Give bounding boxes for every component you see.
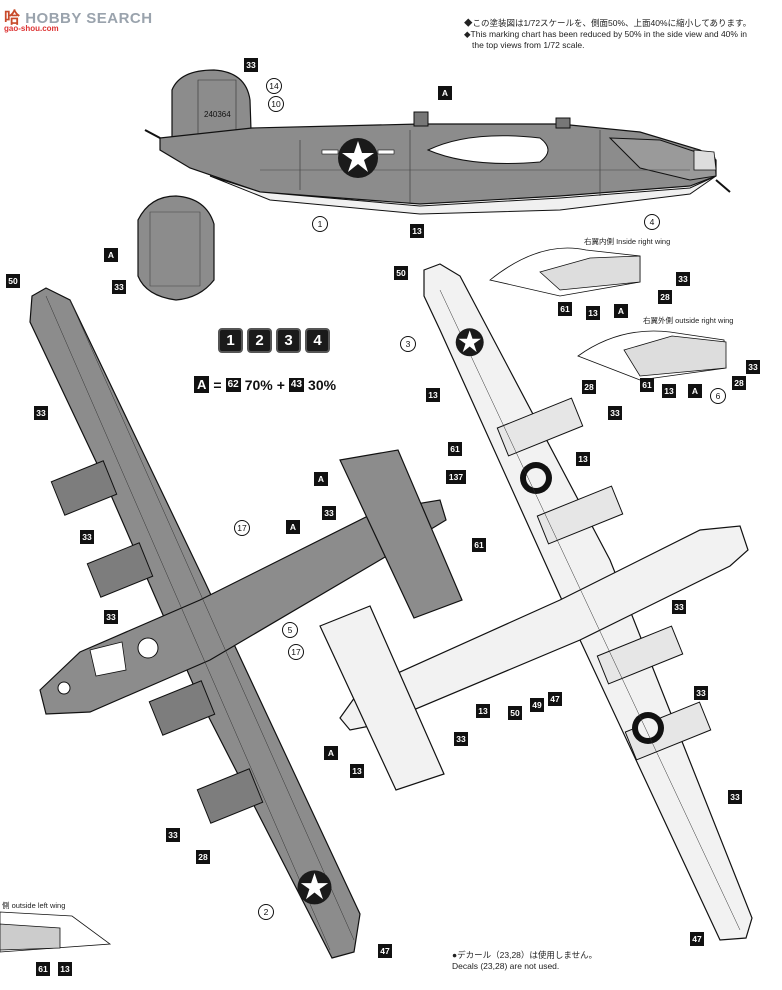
callout-bottom: 61 <box>448 442 462 456</box>
callout-bottom: 33 <box>694 686 708 700</box>
callout-wing-details: 28 <box>658 290 672 304</box>
top-view <box>29 287 463 959</box>
callout-bottom: 33 <box>608 406 622 420</box>
callout-wing-details: 13 <box>586 306 600 320</box>
callout-side: 10 <box>268 96 284 112</box>
wing-details <box>0 247 727 953</box>
callout-wing-details: 61 <box>558 302 572 316</box>
scheme-number: 4 <box>305 328 330 353</box>
mix-pct-2: 30% <box>308 376 337 393</box>
callout-top-left: 33 <box>166 828 180 842</box>
callout-top-left: 2 <box>258 904 274 920</box>
callout-side: A <box>438 86 452 100</box>
callout-wing-details: 33 <box>746 360 760 374</box>
caption-inside-right: 右翼内側 Inside right wing <box>584 237 671 246</box>
mix-pct-1: 70% <box>244 376 273 393</box>
side-view <box>137 69 731 301</box>
callout-bottom: 50 <box>508 706 522 720</box>
tail-front-view <box>137 195 215 301</box>
top-fuselage <box>39 499 447 715</box>
caption-outside-left: 側 outside left wing <box>2 901 66 910</box>
watermark: 哈 HOBBY SEARCH gao-shou.com <box>4 4 153 33</box>
callout-bottom: 28 <box>582 380 596 394</box>
footer-en: Decals (23,28) are not used. <box>452 961 560 971</box>
side-window <box>426 135 549 164</box>
watermark-logo: 哈 <box>4 10 21 27</box>
scale-note-jp: ◆この塗装図は1/72スケールを、側面50%、上面40%に縮小してあります。 <box>464 18 752 28</box>
callout-top-left: A <box>324 746 338 760</box>
callout-bottom: 3 <box>400 336 416 352</box>
callout-top-left: 5 <box>282 622 298 638</box>
callout-side: 14 <box>266 78 282 94</box>
scheme-numbers: 1 2 3 4 <box>218 328 330 353</box>
callout-wing-details: 61 <box>640 378 654 392</box>
scheme-number: 3 <box>276 328 301 353</box>
callout-bottom: 13 <box>576 452 590 466</box>
callout-bottom: 47 <box>548 692 562 706</box>
callout-side: A <box>104 248 118 262</box>
callout-bottom: 33 <box>454 732 468 746</box>
watermark-site: HOBBY SEARCH <box>25 10 153 27</box>
bottom-tailplane <box>319 605 445 791</box>
callout-wing-details: 28 <box>732 376 746 390</box>
callout-top-left: 17 <box>288 644 304 660</box>
callout-wing-details: 6 <box>710 388 726 404</box>
watermark-url: gao-shou.com <box>4 24 59 33</box>
footer-note: ●デカール（23,28）は使用しません。 Decals (23,28) are … <box>452 950 597 972</box>
mix-eq: = <box>213 376 222 393</box>
callout-bottom: 49 <box>530 698 544 712</box>
mix-plus: + <box>276 376 285 393</box>
callout-wing-details: A <box>614 304 628 318</box>
callout-wing-details: 61 <box>36 962 50 976</box>
callout-bottom: 50 <box>394 266 408 280</box>
callout-bottom: 33 <box>728 790 742 804</box>
callout-wing-details: 13 <box>58 962 72 976</box>
callout-wing-details: 13 <box>662 384 676 398</box>
callout-bottom: 47 <box>690 932 704 946</box>
callout-bottom: 13 <box>476 704 490 718</box>
callout-wing-details: A <box>688 384 702 398</box>
scale-note-en1: ◆This marking chart has been reduced by … <box>464 29 747 39</box>
color-mix: A = 62 70% + 43 30% <box>194 376 336 393</box>
bottom-view <box>319 263 753 941</box>
callout-top-left: 47 <box>378 944 392 958</box>
scale-note-en2: the top views from 1/72 scale. <box>472 40 585 50</box>
scale-note: ◆この塗装図は1/72スケールを、側面50%、上面40%に縮小してあります。 ◆… <box>464 18 764 51</box>
callout-top-left: 50 <box>6 274 20 288</box>
callout-side: 33 <box>112 280 126 294</box>
callout-bottom: 33 <box>672 600 686 614</box>
callout-top-left: A <box>314 472 328 486</box>
callout-side: 13 <box>410 224 424 238</box>
callout-side: 1 <box>312 216 328 232</box>
callout-bottom: 13 <box>350 764 364 778</box>
callout-top-left: 33 <box>104 610 118 624</box>
callout-top-left: 17 <box>234 520 250 536</box>
callout-side: 33 <box>244 58 258 72</box>
footer-jp: ●デカール（23,28）は使用しません。 <box>452 950 598 960</box>
mix-color-a: A <box>194 376 210 393</box>
mix-code-1: 62 <box>225 377 241 392</box>
mix-code-2: 43 <box>288 377 305 392</box>
callout-top-left: 33 <box>322 506 336 520</box>
callout-bottom: 13 <box>426 388 440 402</box>
scheme-number: 2 <box>247 328 272 353</box>
scheme-number: 1 <box>218 328 243 353</box>
callout-side: 4 <box>644 214 660 230</box>
callout-top-left: 33 <box>80 530 94 544</box>
callout-top-left: A <box>286 520 300 534</box>
top-tailplane <box>339 449 463 619</box>
callout-top-left: 33 <box>34 406 48 420</box>
callout-top-left: 28 <box>196 850 210 864</box>
callout-wing-details: 33 <box>676 272 690 286</box>
callout-bottom: 137 <box>446 470 466 484</box>
callout-bottom: 61 <box>472 538 486 552</box>
caption-outside-right: 右翼外側 outside right wing <box>643 316 734 325</box>
tail-serial: 240364 <box>204 110 231 119</box>
